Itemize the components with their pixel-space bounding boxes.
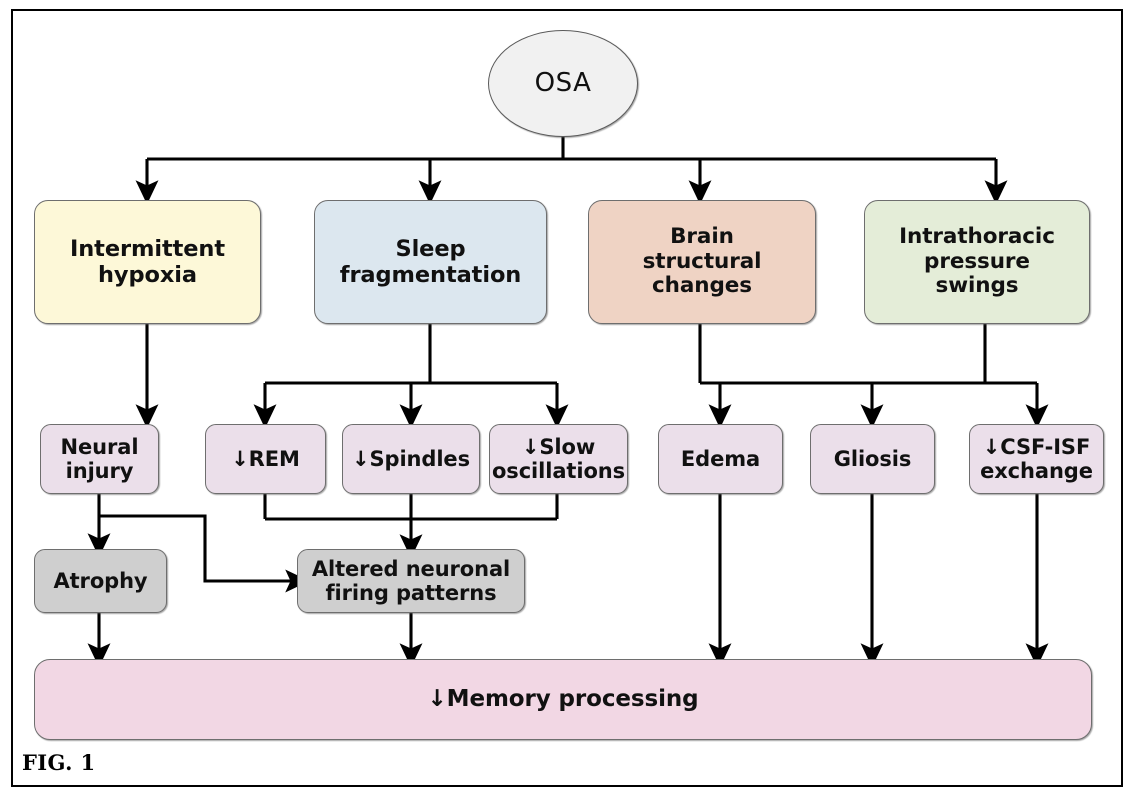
- node-intrathoracic-pressure-swings[interactable]: Intrathoracic pressure swings: [864, 200, 1090, 324]
- node-intermittent-hypoxia-label: Intermittent hypoxia: [69, 235, 225, 288]
- node-csf-isf-exchange-label: ↓CSF-ISF exchange: [980, 434, 1093, 483]
- node-brain-structural-changes[interactable]: Brain structural changes: [588, 200, 816, 324]
- node-sleep-fragmentation-label: Sleep fragmentation: [339, 235, 522, 288]
- node-edema[interactable]: Edema: [658, 424, 783, 494]
- node-slow-oscillations-label: ↓Slow oscillations: [491, 434, 626, 483]
- node-spindles-label: ↓Spindles: [352, 446, 470, 471]
- node-gliosis-label: Gliosis: [833, 446, 912, 471]
- node-memory-processing-label: ↓Memory processing: [427, 686, 699, 713]
- node-memory-processing[interactable]: ↓Memory processing: [34, 659, 1092, 740]
- node-edema-label: Edema: [680, 446, 761, 471]
- node-neural-injury[interactable]: Neural injury: [40, 424, 159, 494]
- node-atrophy[interactable]: Atrophy: [34, 549, 167, 613]
- figure-caption: FIG. 1: [22, 750, 96, 775]
- node-altered-neuronal-firing-label: Altered neuronal firing patterns: [311, 556, 511, 605]
- node-csf-isf-exchange[interactable]: ↓CSF-ISF exchange: [969, 424, 1104, 494]
- figure-frame: [11, 9, 1123, 787]
- node-neural-injury-label: Neural injury: [60, 434, 139, 483]
- node-brain-structural-changes-label: Brain structural changes: [642, 223, 762, 299]
- node-sleep-fragmentation[interactable]: Sleep fragmentation: [314, 200, 547, 324]
- node-spindles[interactable]: ↓Spindles: [342, 424, 480, 494]
- node-slow-oscillations[interactable]: ↓Slow oscillations: [489, 424, 628, 494]
- node-rem[interactable]: ↓REM: [205, 424, 326, 494]
- node-osa[interactable]: OSA: [488, 30, 638, 137]
- node-intermittent-hypoxia[interactable]: Intermittent hypoxia: [34, 200, 261, 324]
- node-rem-label: ↓REM: [231, 446, 300, 471]
- node-altered-neuronal-firing[interactable]: Altered neuronal firing patterns: [297, 549, 525, 613]
- node-gliosis[interactable]: Gliosis: [810, 424, 935, 494]
- node-atrophy-label: Atrophy: [53, 568, 148, 593]
- node-intrathoracic-pressure-swings-label: Intrathoracic pressure swings: [899, 223, 1055, 299]
- node-osa-label: OSA: [534, 68, 592, 99]
